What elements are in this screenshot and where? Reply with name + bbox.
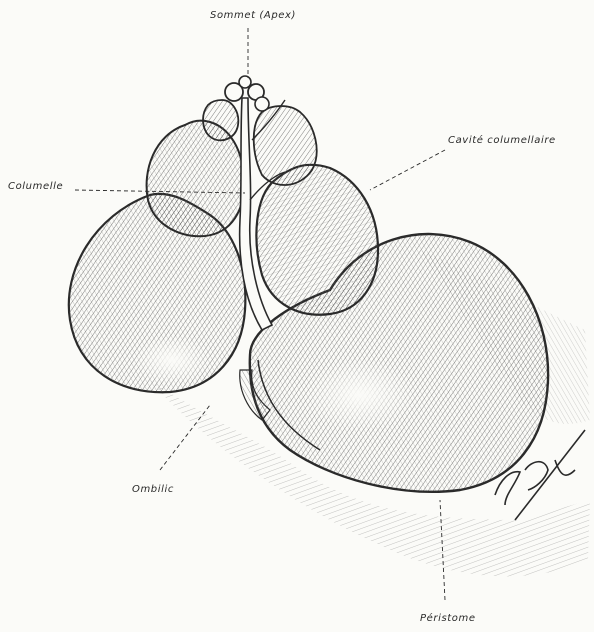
leader-cavite: [370, 150, 445, 190]
label-peristome: Péristome: [420, 613, 476, 624]
label-ombilic: Ombilic: [132, 484, 174, 495]
label-columelle: Columelle: [8, 181, 63, 192]
middle-whorl: [256, 165, 378, 315]
label-cavite-columellaire: Cavité columellaire: [448, 135, 556, 146]
upper-right-whorl: [254, 106, 317, 185]
label-apex: Sommet (Apex): [210, 10, 296, 21]
